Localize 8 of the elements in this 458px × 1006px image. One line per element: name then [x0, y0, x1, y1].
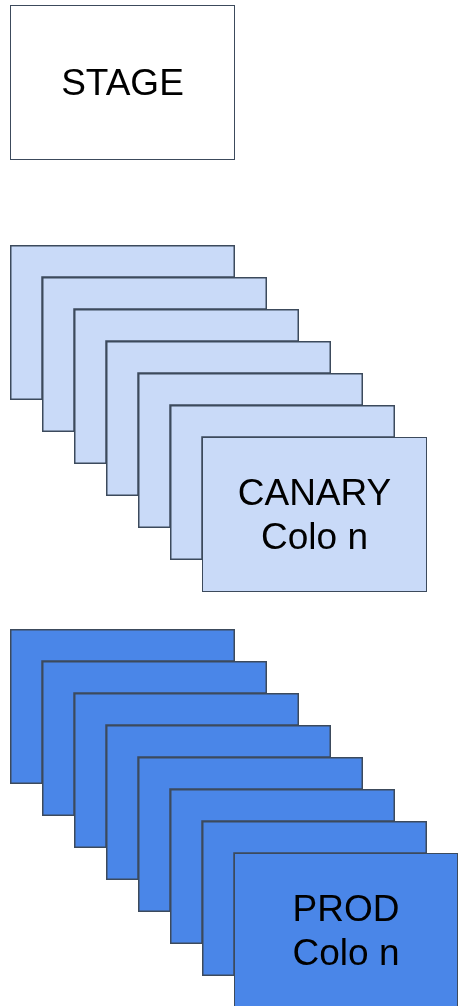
card-text: PROD: [292, 886, 400, 931]
card-text: STAGE: [61, 60, 184, 105]
environment-card: [202, 437, 427, 592]
environment-card: [234, 853, 458, 1006]
card-text: Colo n: [292, 930, 400, 975]
stage-box: [10, 5, 235, 160]
card-text: CANARY: [237, 470, 392, 515]
card-text: Colo n: [261, 514, 368, 559]
